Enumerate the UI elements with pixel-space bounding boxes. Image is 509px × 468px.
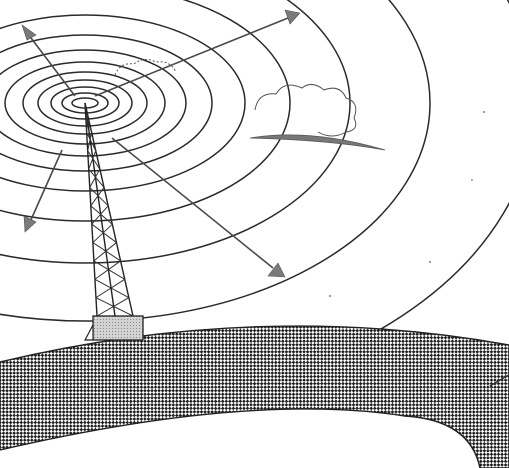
signal-wave-icon <box>0 0 431 322</box>
signal-wave-icon <box>22 71 148 135</box>
tower-brace <box>93 242 117 262</box>
tower-brace <box>88 168 105 188</box>
earth-surface-icon <box>0 325 509 468</box>
tower-brace <box>96 297 130 317</box>
tower-brace <box>89 187 109 207</box>
tower-brace <box>92 223 113 243</box>
tower-brace <box>87 150 101 170</box>
arrow-up-left <box>21 24 76 97</box>
tower-brace <box>88 150 97 170</box>
wave-continuation <box>489 374 509 387</box>
signal-wave-icon <box>0 49 187 157</box>
tower-brace <box>86 113 88 133</box>
propagation-arrows <box>21 9 301 278</box>
tower-brace <box>94 278 130 299</box>
tower-brace <box>90 187 105 207</box>
tower-brace <box>94 260 121 280</box>
tower-brace <box>95 297 134 317</box>
tower-brace <box>90 205 113 225</box>
tower-brace <box>91 205 109 225</box>
signal-wave-icon <box>0 0 291 222</box>
arrow-down-left <box>23 149 63 233</box>
radio-tower-icon <box>84 102 144 341</box>
cloud-icon <box>114 58 386 151</box>
tower-brace <box>85 113 93 133</box>
arrow-up-right <box>94 9 301 97</box>
signal-wave-icon <box>0 0 351 264</box>
earth-inner-curve <box>404 415 481 468</box>
speckles <box>329 111 485 297</box>
tower-brace <box>89 168 101 188</box>
signal-wave-icon <box>4 61 166 145</box>
tower-brace <box>95 278 125 299</box>
tower-brace <box>87 132 93 151</box>
tower-brace <box>91 223 117 243</box>
arrow-down-right <box>111 137 286 278</box>
signal-waves <box>0 0 509 362</box>
tower-brace <box>92 242 121 262</box>
tower-base <box>92 315 144 341</box>
signal-wave-icon <box>0 14 246 192</box>
tower-bracing <box>85 113 134 317</box>
tower-brace <box>93 260 125 280</box>
signal-wave-icon <box>0 34 213 172</box>
signal-wave-icon <box>50 86 120 120</box>
signal-wave-icon <box>37 79 133 127</box>
tower-brace <box>86 132 97 151</box>
